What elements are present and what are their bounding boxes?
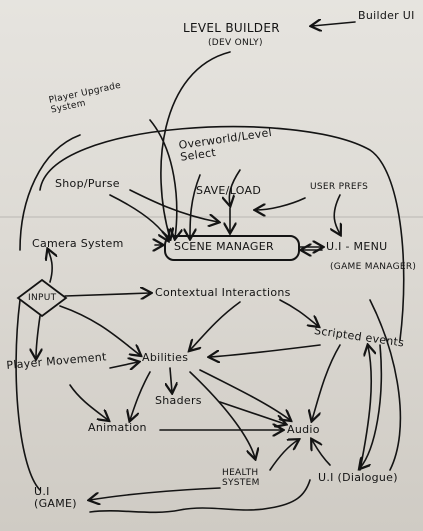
builder-ui-label: Builder UI [358, 9, 415, 22]
shaders-label: Shaders [155, 394, 202, 407]
ui-menu-label: U.I - MENU [326, 240, 388, 253]
user-prefs-label: USER PREFS [310, 182, 369, 192]
level-builder-label: LEVEL BUILDER [183, 21, 280, 35]
game-manager-label: (GAME MANAGER) [330, 262, 417, 272]
input-label: INPUT [28, 293, 57, 303]
audio-label: Audio [287, 423, 320, 436]
camera-system-label: Camera System [32, 237, 124, 250]
ui-dialogue-label: U.I (Dialogue) [318, 471, 398, 484]
animation-label: Animation [88, 421, 147, 434]
level-builder-note: (DEV ONLY) [208, 38, 263, 48]
abilities-label: Abilities [142, 351, 189, 364]
shop-purse-label: Shop/Purse [55, 177, 120, 190]
scene-manager-box [164, 235, 300, 261]
scene-manager-label: SCENE MANAGER [174, 240, 274, 253]
contextual-interactions-label: Contextual Interactions [155, 286, 291, 299]
health-system-label: HEALTH SYSTEM [222, 468, 260, 488]
save-load-label: SAVE/LOAD [196, 184, 262, 197]
ui-game-label: U.I (GAME) [34, 485, 77, 510]
